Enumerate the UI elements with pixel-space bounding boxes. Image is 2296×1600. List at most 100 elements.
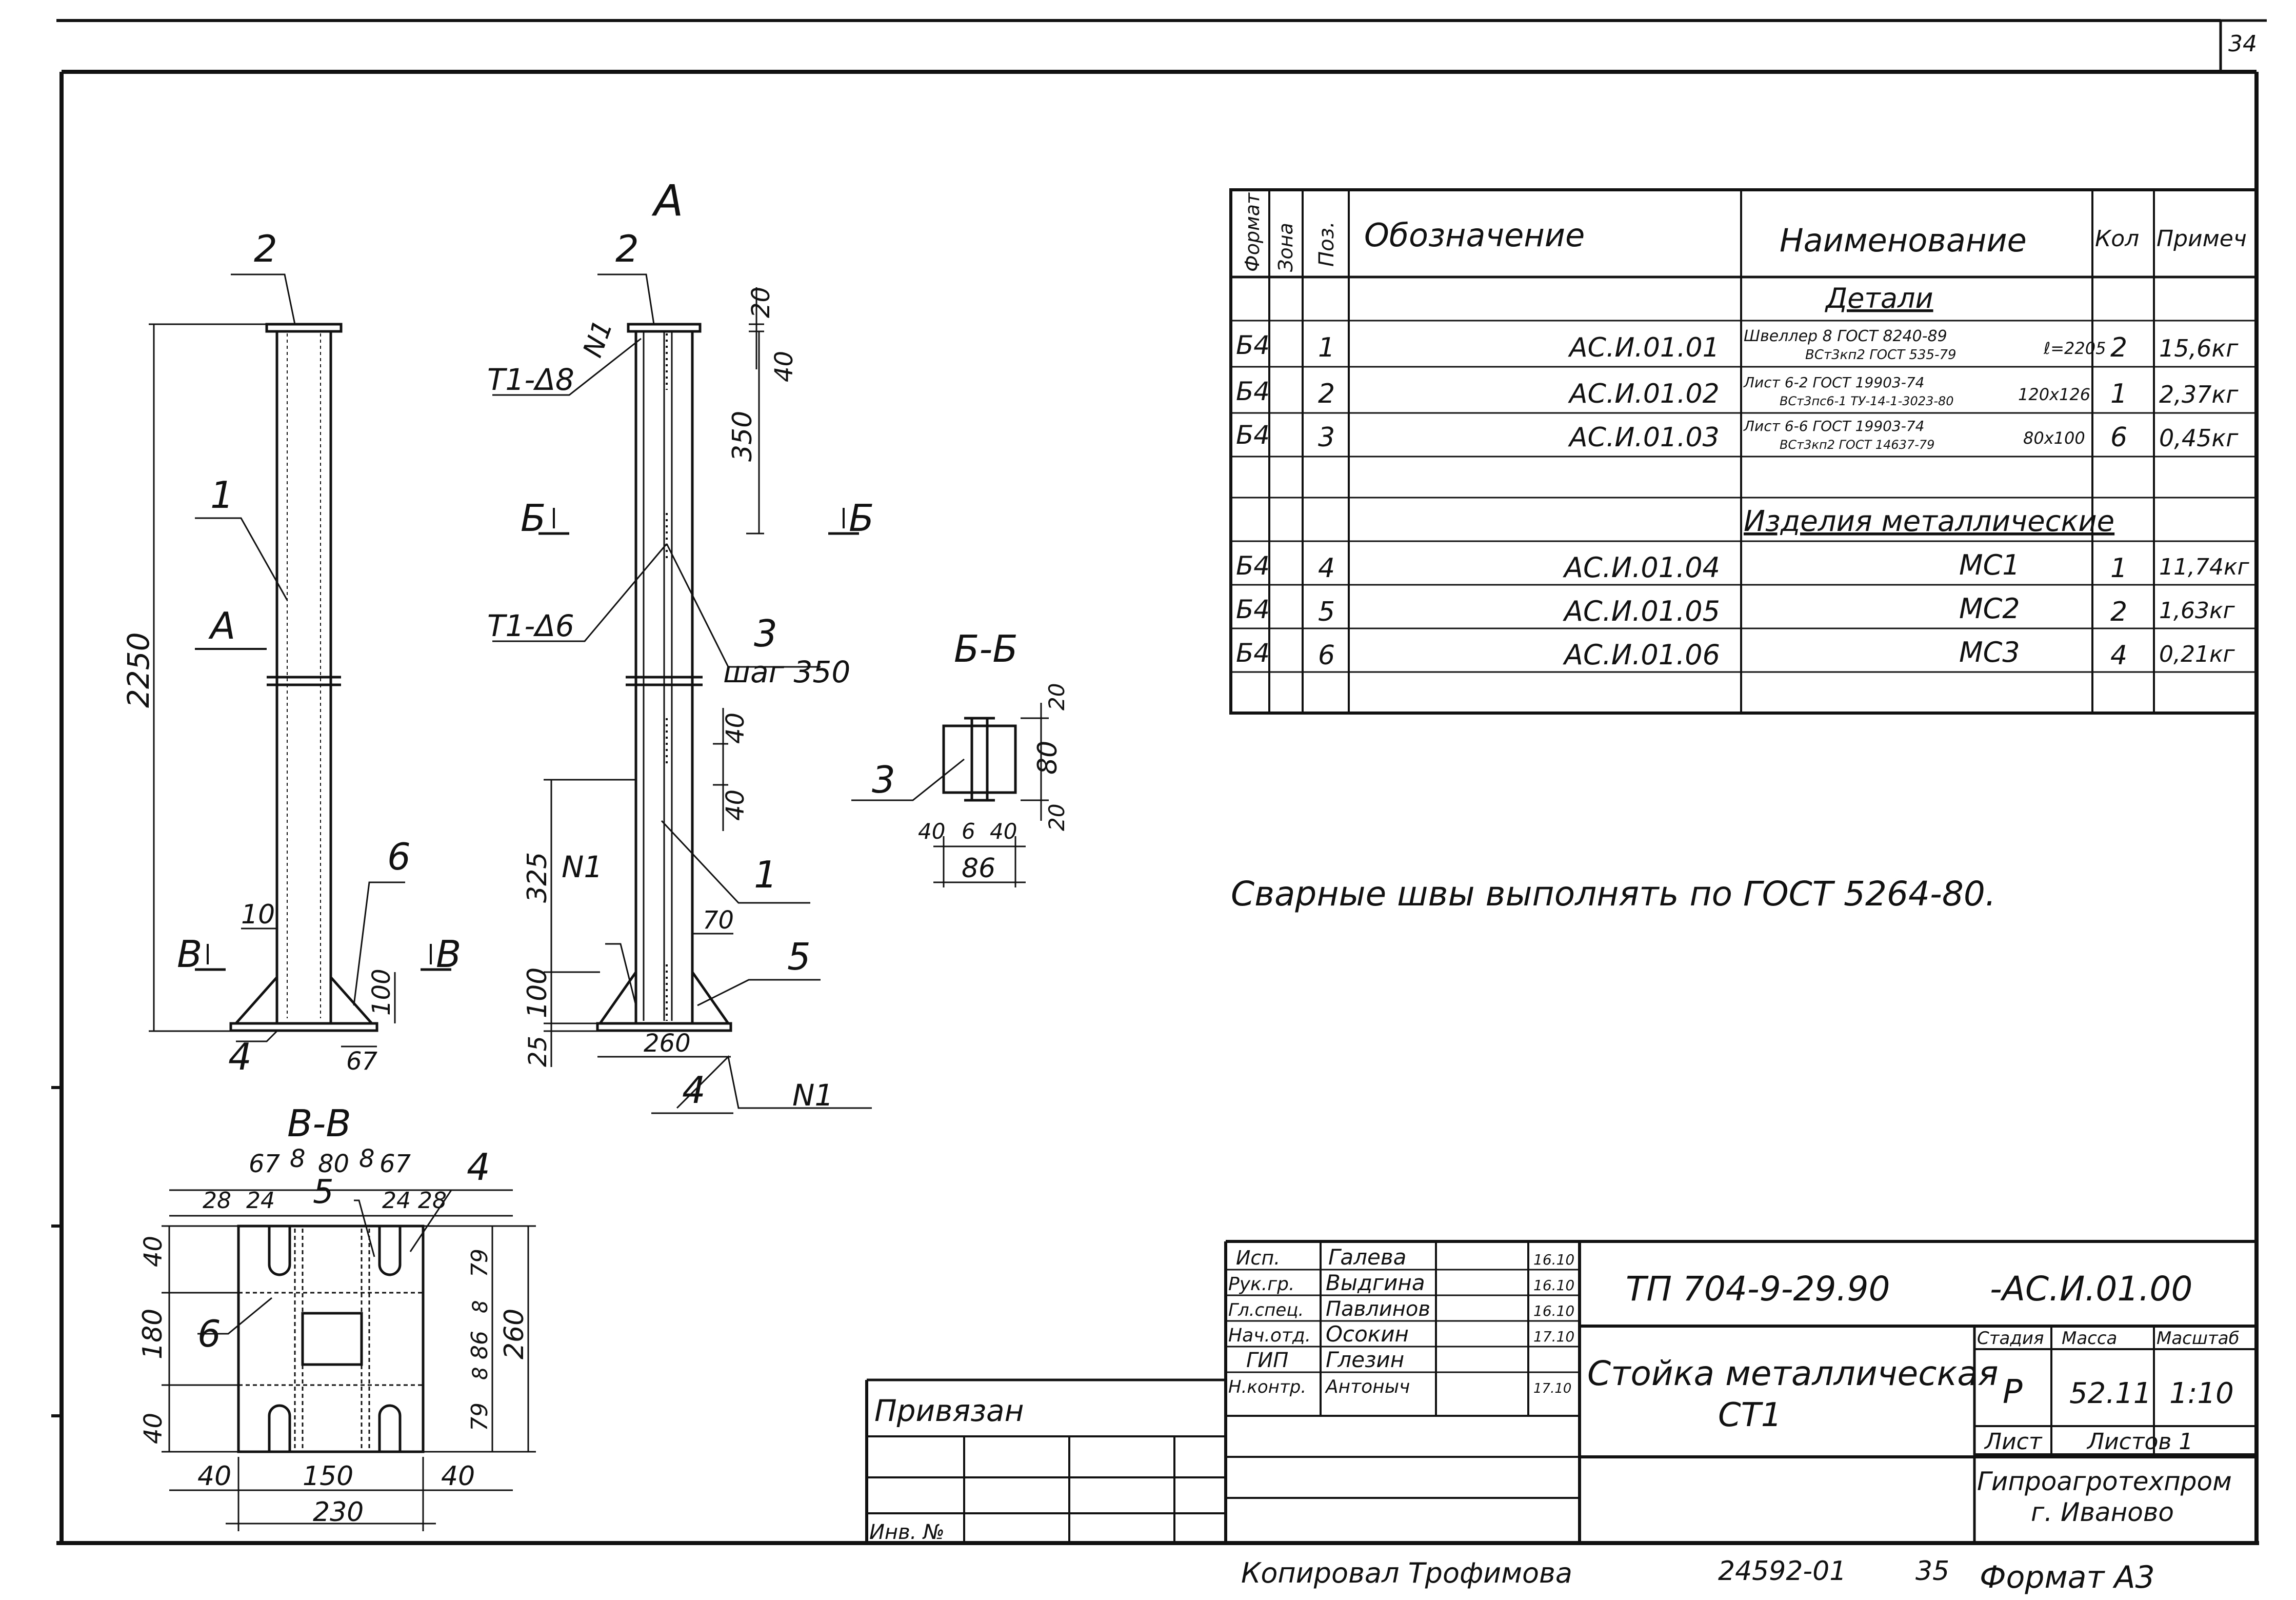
tb-name: Глезин [1326, 1347, 1404, 1372]
spec-cell-name-extra: 120х126 [2018, 385, 2090, 404]
dim-vv-right-f: 260 [499, 1309, 530, 1359]
spec-cell-note: 15,6кг [2159, 334, 2239, 362]
spec-cell-name-bottom: ВСт3кп2 ГОСТ 535-79 [1805, 347, 1956, 363]
callout-5-section-v: 5 [313, 1173, 334, 1211]
welding-note: Сварные швы выполнять по ГОСТ 5264-80. [1231, 874, 1996, 914]
tb-org-line2: г. Иваново [2031, 1497, 2174, 1527]
column-view-a [492, 273, 872, 1114]
spec-cell-qty: 1 [2110, 553, 2127, 584]
dim-vv-left-c: 40 [139, 1413, 168, 1444]
title-block [865, 1240, 2257, 1543]
spec-cell-designation: АС.И.01.01 [1568, 332, 1720, 363]
tb-date: 16.10 [1533, 1251, 1574, 1268]
tb-mass: 52.11 [2069, 1377, 2151, 1410]
tb-title-line1: Стойка металлическая [1587, 1354, 1999, 1393]
title-block-person-row: Исп. Галева 16.10 [1236, 1245, 1574, 1270]
dim-vv-left-b: 180 [137, 1309, 168, 1359]
tb-inv-label: Инв. № [869, 1520, 945, 1544]
spec-cell-qty: 4 [2110, 640, 2127, 671]
spec-cell-qty: 2 [2110, 332, 2127, 363]
title-block-person-row: Рук.гр. Выдгина 16.10 [1228, 1270, 1574, 1295]
section-b-b-title: Б-Б [954, 627, 1018, 670]
dim-70: 70 [703, 906, 734, 935]
spec-cell-format: Б4 [1236, 551, 1270, 581]
spec-cell-pos: 4 [1318, 553, 1335, 584]
spec-cell-qty: 6 [2110, 422, 2127, 453]
spec-header-zone: Зона [1274, 223, 1297, 272]
tb-date: 17.10 [1533, 1328, 1574, 1345]
dim-bb-40b: 40 [990, 819, 1017, 844]
dim-25: 25 [524, 1036, 552, 1067]
tb-scale: 1:10 [2169, 1377, 2234, 1410]
dim-vv-right-d: 8 [469, 1300, 492, 1313]
footer-page: 35 [1915, 1556, 1949, 1587]
spec-cell-name-extra: 80х100 [2023, 428, 2085, 448]
dim-vv-right-e: 79 [467, 1403, 493, 1431]
dim-260-mid: 260 [644, 1029, 691, 1058]
footer-format: Формат А3 [1980, 1559, 2155, 1595]
dim-vv-bottom-b: 150 [303, 1461, 353, 1492]
spec-header-name: Наименование [1780, 222, 2027, 259]
dim-vv-top2-b: 24 [246, 1188, 275, 1214]
tb-date: 17.10 [1533, 1381, 1571, 1396]
spec-cell-name-bottom: ВСт3кп2 ГОСТ 14637-79 [1780, 438, 1934, 452]
dim-bb-20b: 20 [1044, 804, 1069, 831]
dim-vv-right-c: 8 [469, 1367, 492, 1380]
footer-copied: Копировал Трофимова [1241, 1557, 1572, 1589]
spec-cell-designation: АС.И.01.06 [1563, 639, 1720, 671]
dim-vv-top2-c: 24 [382, 1188, 411, 1214]
weld-t1-d8: Т1-Δ8 [487, 362, 574, 397]
footer-archive-no: 24592-01 [1718, 1556, 1846, 1587]
column-elevation-view [149, 273, 451, 1048]
dim-vv-top2-a: 28 [203, 1188, 231, 1214]
cut-label-b-left: Б [521, 497, 546, 540]
spec-row: Б4 3 АС.И.01.03 Лист 6-6 ГОСТ 19903-74 В… [1236, 418, 2239, 453]
cut-label-v-right: В [436, 933, 461, 976]
cut-label-b-right: Б [849, 497, 874, 540]
dim-bb-6: 6 [962, 819, 975, 844]
dim-bb-20a: 20 [1044, 683, 1069, 710]
sheet-number: 34 [2228, 31, 2257, 57]
callout-6-section-v: 6 [197, 1312, 221, 1355]
spec-row: Б4 4 АС.И.01.04 МС1 1 11,74кг [1236, 549, 2250, 584]
section-b-b [851, 703, 1049, 887]
dim-2250: 2250 [121, 632, 156, 708]
weld-t1-d6: Т1-Δ6 [487, 608, 574, 643]
spec-cell-name-extra: ℓ=2205 [2043, 339, 2106, 358]
dim-bb-80: 80 [1032, 741, 1063, 775]
weld-n1-top: N1 [577, 316, 619, 361]
callout-4-mid: 4 [682, 1069, 706, 1112]
spec-cell-note: 1,63кг [2159, 598, 2235, 624]
spec-cell-format: Б4 [1236, 377, 1270, 406]
title-block-person-row: Гл.спец. Павлинов 16.10 [1228, 1297, 1574, 1321]
spec-header-note: Примеч [2157, 226, 2247, 252]
dim-vv-bottom-a: 40 [197, 1461, 231, 1492]
spec-cell-designation: АС.И.01.03 [1568, 422, 1720, 453]
spec-cell-name-top: Лист 6-6 ГОСТ 19903-74 [1743, 418, 1925, 434]
spec-row: Б4 1 АС.И.01.01 Швеллер 8 ГОСТ 8240-89 В… [1236, 327, 2239, 363]
tb-name: Выдгина [1326, 1270, 1425, 1295]
tb-bound-label: Привязан [874, 1393, 1024, 1428]
tb-stage: Р [2003, 1373, 2023, 1411]
spec-cell-format: Б4 [1236, 330, 1270, 360]
callout-4-left: 4 [228, 1035, 252, 1078]
tb-doc-code: ТП 704-9-29.90 [1626, 1269, 1890, 1309]
spec-cell-note: 11,74кг [2159, 554, 2250, 580]
dim-100-left: 100 [367, 969, 396, 1016]
dim-40c-mid: 40 [721, 789, 750, 821]
spec-cell-name: МС1 [1959, 549, 2020, 581]
spec-cell-qty: 2 [2110, 597, 2127, 627]
callout-5-mid: 5 [787, 935, 811, 978]
spec-cell-qty: 1 [2110, 379, 2127, 409]
dim-bb-86: 86 [962, 853, 995, 884]
spec-row: Б4 6 АС.И.01.06 МС3 4 0,21кг [1236, 636, 2235, 671]
spec-header-designation: Обозначение [1364, 216, 1585, 254]
tb-date: 16.10 [1533, 1277, 1574, 1294]
tb-scale-label: Масштаб [2157, 1328, 2240, 1349]
spec-cell-pos: 5 [1318, 597, 1335, 627]
view-a-title: А [651, 175, 683, 226]
tb-role: Нач.отд. [1228, 1325, 1311, 1346]
dim-100-mid: 100 [522, 967, 553, 1018]
tb-role: Н.контр. [1228, 1377, 1306, 1397]
